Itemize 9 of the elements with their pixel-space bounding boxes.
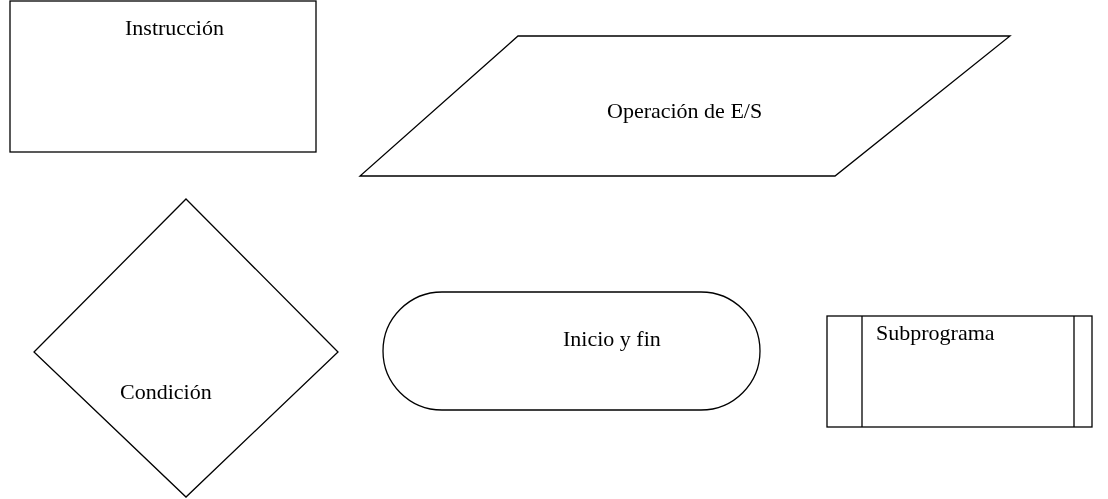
shape-label: Inicio y fin [563,328,661,350]
process-box [10,1,316,152]
subprocess-box [827,316,1092,427]
shape-label: Subprograma [876,322,995,344]
shape-label: Operación de E/S [607,100,763,122]
shape-label: Condición [120,381,212,403]
input-output-parallelogram [360,36,1010,176]
decision-diamond [34,199,338,497]
shape-label: Instrucción [125,17,224,39]
